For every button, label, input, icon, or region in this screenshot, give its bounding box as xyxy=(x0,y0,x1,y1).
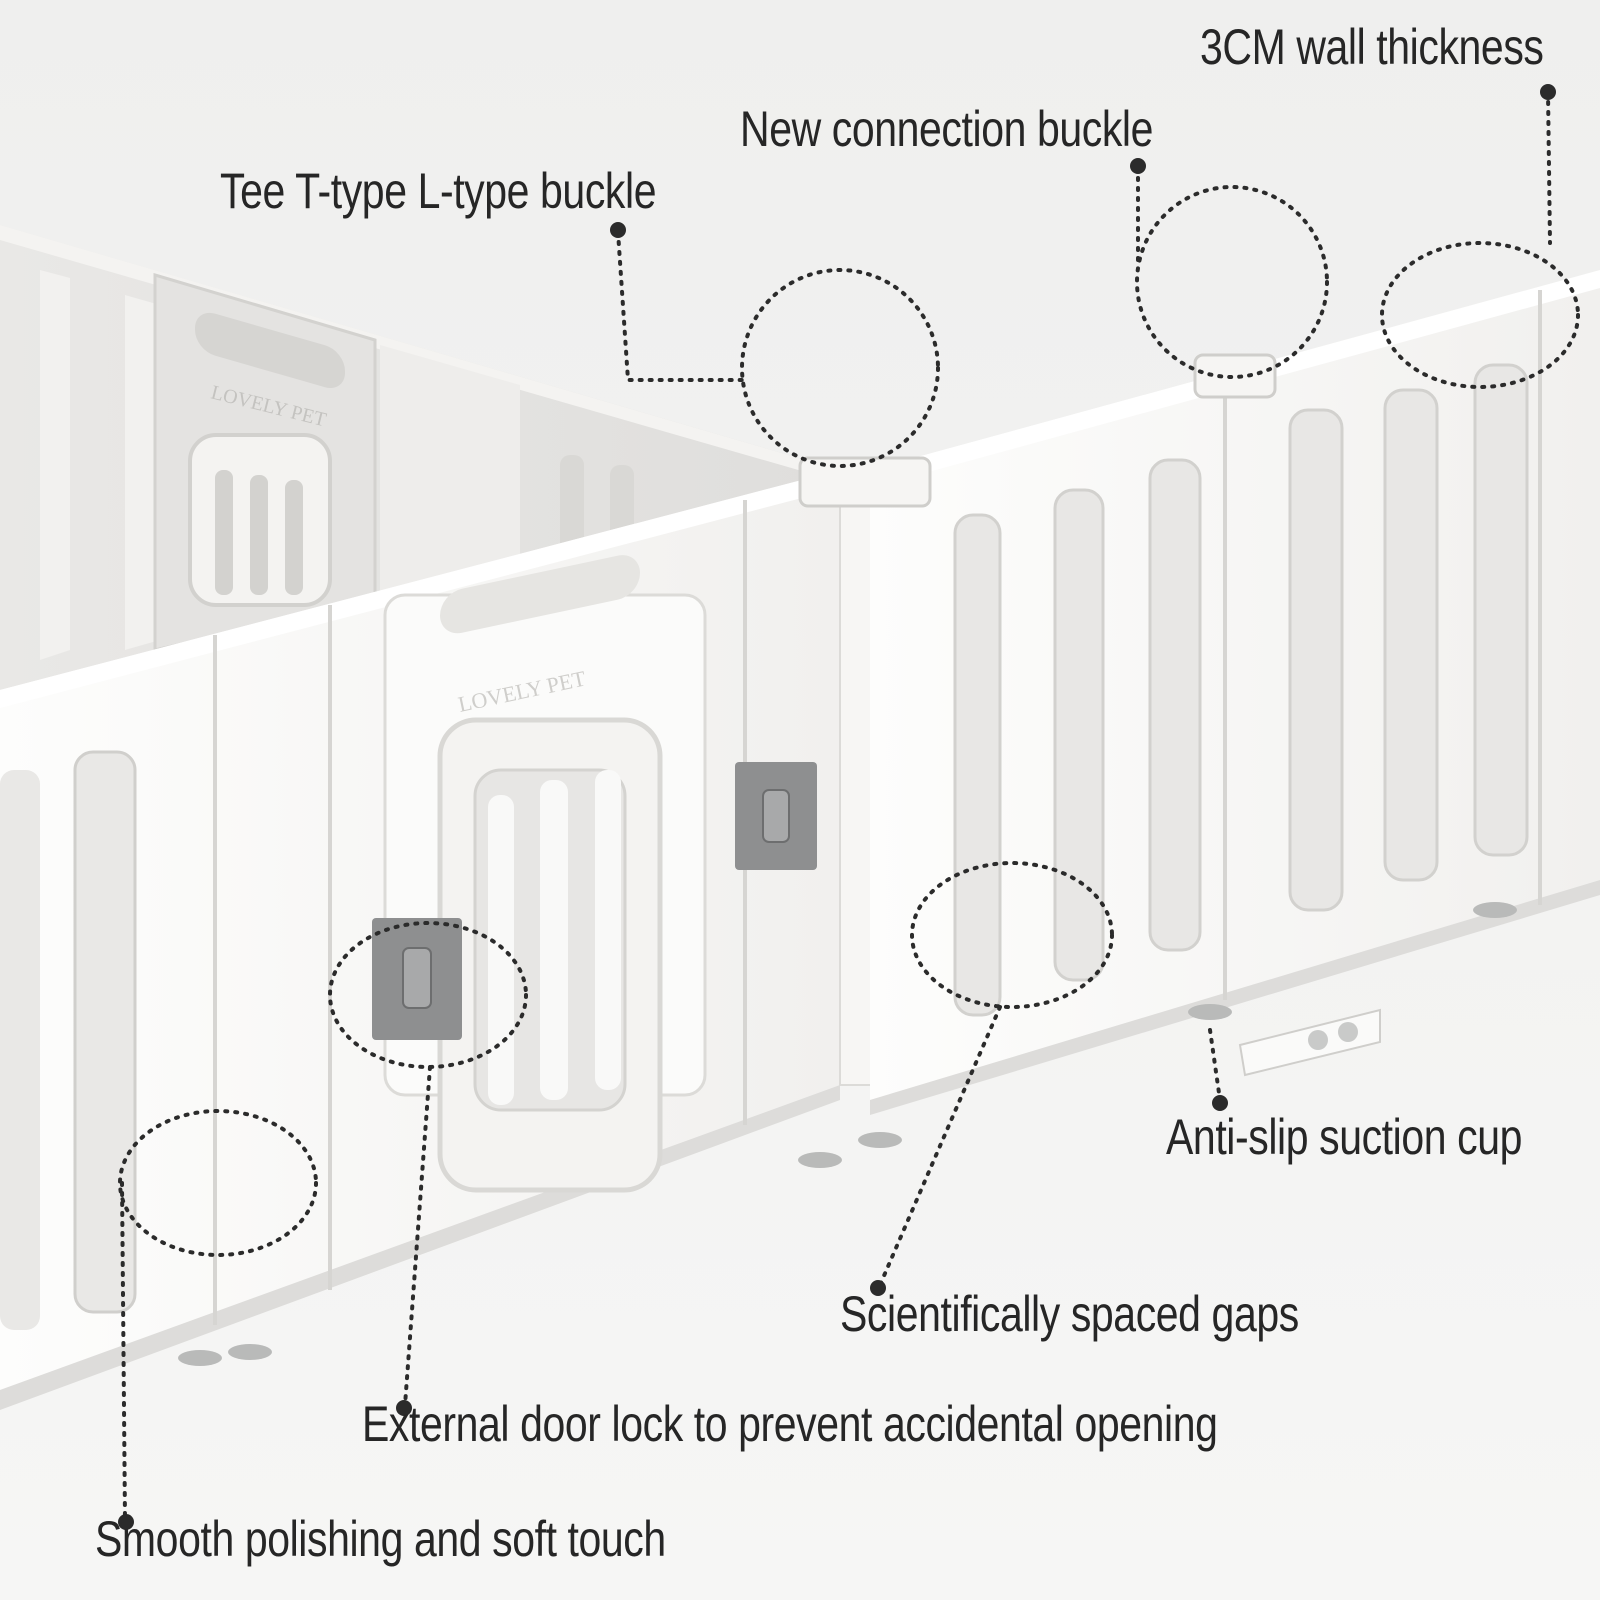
door-lock-label: External door lock to prevent accidental… xyxy=(362,1396,1218,1452)
door-lock-lower xyxy=(372,918,462,1040)
connection-buckle-label: New connection buckle xyxy=(740,101,1154,157)
suction-cup-piece xyxy=(1238,1008,1381,1077)
callouts xyxy=(118,90,1580,1522)
front-left-fence: LOVELY PET xyxy=(0,470,902,1410)
front-right-fence xyxy=(798,270,1600,1115)
tee-buckle-label: Tee T-type L-type buckle xyxy=(220,163,657,219)
smooth-leader xyxy=(120,1181,127,1522)
wall-thickness-label: 3CM wall thickness xyxy=(1200,19,1544,75)
gaps-callout-circle xyxy=(910,861,1114,1009)
suction-cup-label: Anti-slip suction cup xyxy=(1166,1109,1523,1165)
smooth-touch-label: Smooth polishing and soft touch xyxy=(95,1511,666,1567)
tee-buckle-leader xyxy=(616,230,744,382)
spaced-gaps-label: Scientifically spaced gaps xyxy=(840,1286,1299,1342)
connection-buckle-callout-circle xyxy=(1135,185,1329,379)
gaps-leader xyxy=(878,1005,1002,1287)
door-lock-upper xyxy=(735,762,817,870)
wall-thickness-callout-circle xyxy=(1380,241,1580,389)
suction-cup-leader xyxy=(1208,1028,1222,1102)
tee-buckle-callout-circle xyxy=(740,268,940,468)
callout-dots xyxy=(118,84,1556,1530)
door-lock-leader xyxy=(403,1065,432,1407)
door-lock-callout-circle xyxy=(328,921,528,1069)
